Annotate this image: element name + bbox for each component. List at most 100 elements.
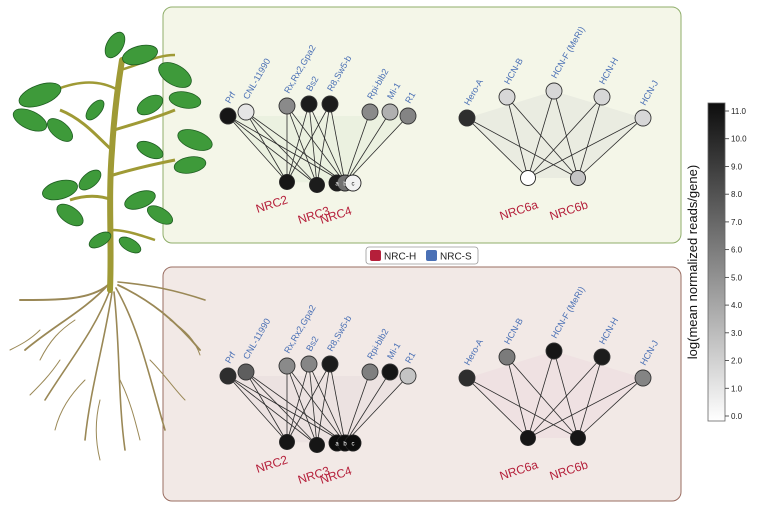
bottom-sensor-node-hero-a xyxy=(458,369,476,387)
bottom-nrc4-c-letter: c xyxy=(352,442,355,448)
bottom-edge-hcn-b-nrc6b xyxy=(506,356,579,439)
top-sensor-node-rx-rx2-gpa2 xyxy=(278,97,296,115)
colorbar-tick-label: 8.0 xyxy=(731,190,743,199)
top-sensor-node-r1 xyxy=(399,107,417,125)
bottom-edge-rpi-blb2-nrc4 xyxy=(344,371,371,444)
legend-swatch-nrc-s xyxy=(426,250,437,261)
colorbar-gradient xyxy=(707,102,726,422)
bottom-nrc4-b-letter: b xyxy=(343,442,347,448)
bottom-sensor-node-hcn-b xyxy=(498,348,516,366)
top-edge-hcn-f-meri-nrc6a xyxy=(527,90,555,179)
top-sensor-node-mi-1 xyxy=(381,103,399,121)
bottom-edge-r8-sw5-b-nrc3 xyxy=(316,363,331,446)
bottom-edge-bs2-nrc4 xyxy=(308,363,346,444)
legend-label-nrc-s: NRC-S xyxy=(440,252,472,263)
top-helper-node-nrc6a xyxy=(520,170,536,186)
bottom-edge-bs2-nrc2 xyxy=(286,363,310,443)
top-edge-hcn-f-meri-nrc6b xyxy=(553,90,579,179)
bottom-edge-rx-rx2-gpa2-nrc4 xyxy=(286,365,346,444)
tomato-plant-illustration xyxy=(9,31,213,461)
top-edge-cnl-11990-nrc2 xyxy=(245,111,288,183)
top-sensor-node-hcn-f-meri xyxy=(545,82,563,100)
legend-label-nrc-h: NRC-H xyxy=(384,252,416,263)
colorbar-ticks: 11.010.09.08.07.06.05.04.03.02.01.00.0 xyxy=(725,107,747,421)
top-edge-rpi-blb2-nrc4 xyxy=(344,111,371,184)
top-sensor-node-hcn-j xyxy=(634,109,652,127)
bottom-edge-hcn-j-nrc6b xyxy=(577,377,644,439)
top-edge-rx-rx2-gpa2-nrc3 xyxy=(286,105,318,186)
legend-box xyxy=(365,246,479,265)
top-edge-prf-nrc4 xyxy=(227,115,346,184)
top-edge-hcn-h-nrc6b xyxy=(577,96,603,179)
bottom-edge-r8-sw5-b-nrc2 xyxy=(286,363,331,443)
bottom-nrc4-a-letter: a xyxy=(335,442,339,448)
top-edge-hcn-j-nrc6b xyxy=(577,117,644,179)
bottom-edge-r8-sw5-b-nrc4 xyxy=(329,363,346,444)
top-edge-mi-1-nrc4 xyxy=(344,111,391,184)
bottom-sensor-label-r1: R1 xyxy=(403,350,417,365)
colorbar-tick-label: 2.0 xyxy=(731,357,743,366)
legend-swatch-nrc-h xyxy=(370,250,381,261)
top-sensor-node-r8-sw5-b xyxy=(321,95,339,113)
bottom-edge-bs2-nrc3 xyxy=(308,363,318,446)
top-edge-rx-rx2-gpa2-nrc4 xyxy=(286,105,346,184)
bottom-edge-hero-a-nrc6b xyxy=(466,377,579,439)
bottom-helper-node-nrc2 xyxy=(279,434,295,450)
top-edge-r8-sw5-b-nrc3 xyxy=(316,103,331,186)
bottom-edge-r1-nrc4 xyxy=(344,375,409,444)
colorbar-tick-label: 3.0 xyxy=(731,329,743,338)
bottom-sensor-node-hcn-f-meri xyxy=(545,342,563,360)
colorbar-tick-label: 7.0 xyxy=(731,218,743,227)
top-edge-hcn-b-nrc6a xyxy=(506,96,529,179)
top-edge-r8-sw5-b-nrc4 xyxy=(329,103,346,184)
top-nrc4-a-letter: a xyxy=(335,182,339,188)
top-sensor-node-bs2 xyxy=(300,95,318,113)
bottom-edge-cnl-11990-nrc3 xyxy=(245,371,318,446)
bottom-sensor-node-prf xyxy=(219,367,237,385)
colorbar-tick-label: 5.0 xyxy=(731,273,743,282)
top-edge-r8-sw5-b-nrc2 xyxy=(286,103,331,183)
bottom-sensor-node-rx-rx2-gpa2 xyxy=(278,357,296,375)
top-helper-node-nrc6b xyxy=(570,170,586,186)
bottom-edge-hcn-h-nrc6a xyxy=(527,356,603,439)
bottom-sensor-node-cnl-11990 xyxy=(237,363,255,381)
top-edge-bs2-nrc3 xyxy=(308,103,318,186)
top-edge-prf-nrc3 xyxy=(227,115,318,186)
bottom-helper-node-nrc6b xyxy=(570,430,586,446)
top-edge-bs2-nrc4 xyxy=(308,103,346,184)
top-sensor-node-hero-a xyxy=(458,109,476,127)
top-edge-bs2-nrc2 xyxy=(286,103,310,183)
colorbar-tick-label: 11.0 xyxy=(731,107,747,116)
bottom-sensor-node-rpi-blb2 xyxy=(361,363,379,381)
top-edge-hcn-j-nrc6a xyxy=(527,117,644,179)
colorbar-tick-label: 1.0 xyxy=(731,384,743,393)
top-sensor-node-cnl-11990 xyxy=(237,103,255,121)
bottom-sensor-node-r1 xyxy=(399,367,417,385)
bottom-sensor-node-r8-sw5-b xyxy=(321,355,339,373)
top-edge-hcn-b-nrc6b xyxy=(506,96,579,179)
legend: NRC-H NRC-S xyxy=(365,246,479,265)
bottom-edge-prf-nrc4 xyxy=(227,375,346,444)
bottom-helper-node-nrc3 xyxy=(309,437,325,453)
bottom-edge-cnl-11990-nrc4 xyxy=(245,371,346,444)
bottom-helper-node-nrc6a xyxy=(520,430,536,446)
top-nrc4-c-node xyxy=(344,174,362,192)
top-edge-prf-nrc2 xyxy=(227,115,288,183)
top-helper-node-nrc3 xyxy=(309,177,325,193)
top-edge-r1-nrc4 xyxy=(344,115,409,184)
colorbar-tick-label: 6.0 xyxy=(731,246,743,255)
bottom-sensor-node-mi-1 xyxy=(381,363,399,381)
colorbar-tick-label: 0.0 xyxy=(731,412,743,421)
bottom-sensor-node-bs2 xyxy=(300,355,318,373)
bottom-edge-prf-nrc2 xyxy=(227,375,288,443)
top-nrc4-c-letter: c xyxy=(352,182,355,188)
bottom-edge-hcn-j-nrc6a xyxy=(527,377,644,439)
top-edge-hcn-h-nrc6a xyxy=(527,96,603,179)
bottom-sensor-node-hcn-j xyxy=(634,369,652,387)
top-edge-cnl-11990-nrc3 xyxy=(245,111,318,186)
bottom-edge-hcn-f-meri-nrc6b xyxy=(553,350,579,439)
bottom-edge-mi-1-nrc4 xyxy=(344,371,391,444)
top-edge-cnl-11990-nrc4 xyxy=(245,111,346,184)
